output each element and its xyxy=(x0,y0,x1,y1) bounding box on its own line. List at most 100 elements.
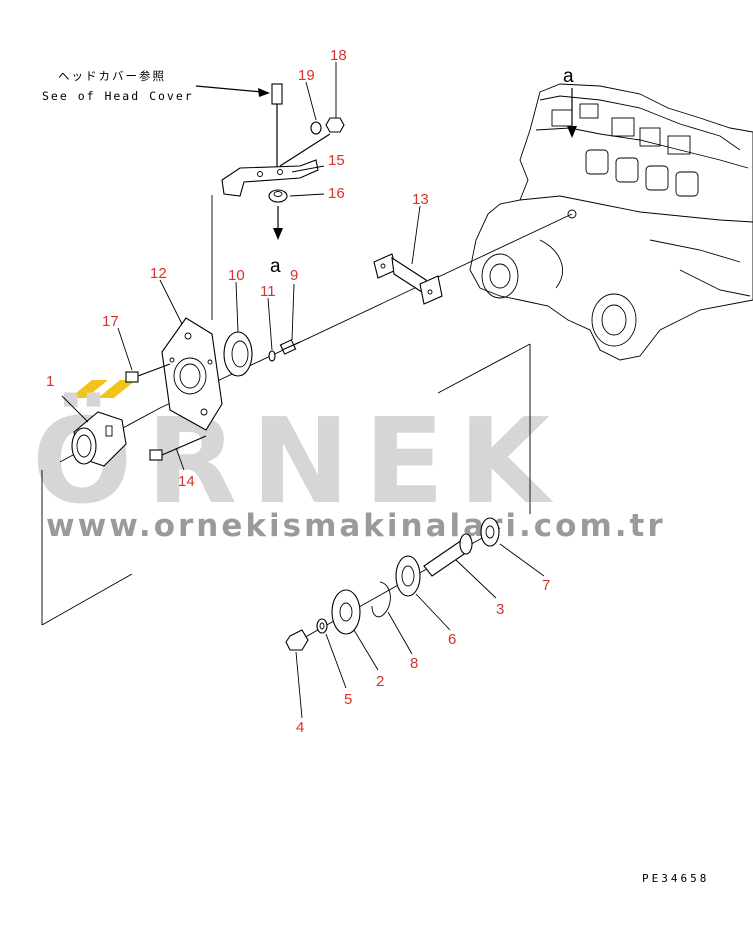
engine-contour-3 xyxy=(679,269,751,297)
ref-a-engine-label: a xyxy=(563,66,574,87)
plate-12 xyxy=(161,317,223,431)
part-number-17: 17 xyxy=(102,313,119,330)
engine-block: a xyxy=(469,66,753,361)
part-number-14: 14 xyxy=(178,473,195,490)
engine-port-4 xyxy=(639,127,661,147)
shaft-3-end xyxy=(459,533,473,555)
bolt-17-shank xyxy=(137,363,171,377)
leader-9 xyxy=(291,283,295,341)
sleeve-bore xyxy=(76,434,92,458)
plate-body xyxy=(161,317,223,431)
leader-3 xyxy=(455,559,497,599)
engine-mount-hole xyxy=(567,209,577,219)
watermark: ÖRNEK www.ornekismakinalari.com.tr xyxy=(32,380,666,544)
sleeve-1 xyxy=(71,411,127,467)
leader-lines xyxy=(61,62,545,719)
engine-deck xyxy=(519,195,753,223)
coupling-6-bore xyxy=(401,565,415,587)
leader-14 xyxy=(175,447,185,471)
plate-hole-3 xyxy=(169,357,175,363)
bolt-9-shank xyxy=(281,341,301,351)
engine-boss-right xyxy=(591,293,637,347)
note-leader xyxy=(195,85,263,93)
bolt-17 xyxy=(125,363,171,383)
plate-hole-2 xyxy=(200,408,208,416)
leader-2 xyxy=(353,629,379,671)
note-english: See of Head Cover xyxy=(42,89,194,103)
note-arrowhead xyxy=(258,88,270,97)
engine-contour-2 xyxy=(649,239,741,263)
frame-bottom-left xyxy=(41,573,133,626)
part-number-15: 15 xyxy=(328,152,345,169)
engine-head-line xyxy=(535,127,749,169)
plate-2-bore xyxy=(339,602,353,622)
stay-hole-2 xyxy=(427,289,433,295)
bolt-17-head xyxy=(125,371,139,383)
part-number-1: 1 xyxy=(46,373,54,390)
washer-5-bore xyxy=(319,622,325,630)
part-number-18: 18 xyxy=(330,47,347,64)
spacer-16-bore xyxy=(273,191,283,197)
part-number-8: 8 xyxy=(410,655,418,672)
snap-ring-8 xyxy=(371,581,391,618)
upper-bracket-group: a xyxy=(221,83,345,277)
leader-5 xyxy=(325,633,347,689)
sleeve-slot xyxy=(105,425,113,437)
watermark-accent-left xyxy=(70,380,108,398)
part-number-3: 3 xyxy=(496,601,504,618)
washer-11 xyxy=(268,350,276,362)
bracket-hole-2 xyxy=(277,169,283,175)
flange-10-bore xyxy=(231,340,249,368)
ref-a-engine-arrowhead xyxy=(567,126,577,138)
exploded-parts xyxy=(285,517,500,651)
part-number-6: 6 xyxy=(448,631,456,648)
bracket-15 xyxy=(221,159,319,197)
leader-16 xyxy=(289,193,325,197)
nut-4 xyxy=(285,629,309,651)
bracket-stud-line xyxy=(279,133,331,167)
watermark-accent-right xyxy=(98,380,136,398)
part-number-5: 5 xyxy=(344,691,352,708)
leader-10 xyxy=(235,281,239,333)
leader-12 xyxy=(159,279,183,325)
part-number-4: 4 xyxy=(296,719,304,736)
part-number-12: 12 xyxy=(150,265,167,282)
engine-manifold-1 xyxy=(585,149,609,175)
leader-15 xyxy=(291,165,325,173)
part-number-10: 10 xyxy=(228,267,245,284)
plate-bore-inner xyxy=(179,363,201,389)
engine-boss-right-inner xyxy=(601,304,627,336)
part-numbers: 18 19 15 16 13 12 10 11 9 17 1 14 4 5 2 … xyxy=(46,47,550,736)
leader-11 xyxy=(267,297,273,351)
note-japanese: ヘッドカバー参照 xyxy=(58,69,166,83)
engine-port-1 xyxy=(551,109,573,127)
leader-1 xyxy=(61,395,89,423)
engine-outline xyxy=(469,83,753,361)
washer-5 xyxy=(316,618,328,634)
watermark-url: www.ornekismakinalari.com.tr xyxy=(46,508,666,544)
leader-7 xyxy=(499,543,545,577)
part-number-19: 19 xyxy=(298,67,315,84)
engine-port-2 xyxy=(579,103,599,119)
engine-port-3 xyxy=(611,117,635,137)
bolt-14-head xyxy=(149,449,163,461)
leader-17 xyxy=(117,327,133,371)
nut-18 xyxy=(325,117,345,133)
engine-manifold-3 xyxy=(645,165,669,191)
leader-13 xyxy=(411,205,421,265)
plate-2 xyxy=(331,589,361,635)
part-number-9: 9 xyxy=(290,267,298,284)
watermark-brand: ÖRNEK xyxy=(32,392,564,530)
part-number-13: 13 xyxy=(412,191,429,208)
plate-bore xyxy=(173,357,207,395)
part-number-7: 7 xyxy=(542,577,550,594)
part-number-16: 16 xyxy=(328,185,345,202)
frame-top-right xyxy=(437,343,531,394)
head-cover-note: ヘッドカバー参照 See of Head Cover xyxy=(42,69,270,103)
stay-hole-1 xyxy=(380,263,386,269)
part-number-2: 2 xyxy=(376,673,384,690)
engine-boss-left xyxy=(481,253,519,299)
part-number-11: 11 xyxy=(260,283,276,300)
